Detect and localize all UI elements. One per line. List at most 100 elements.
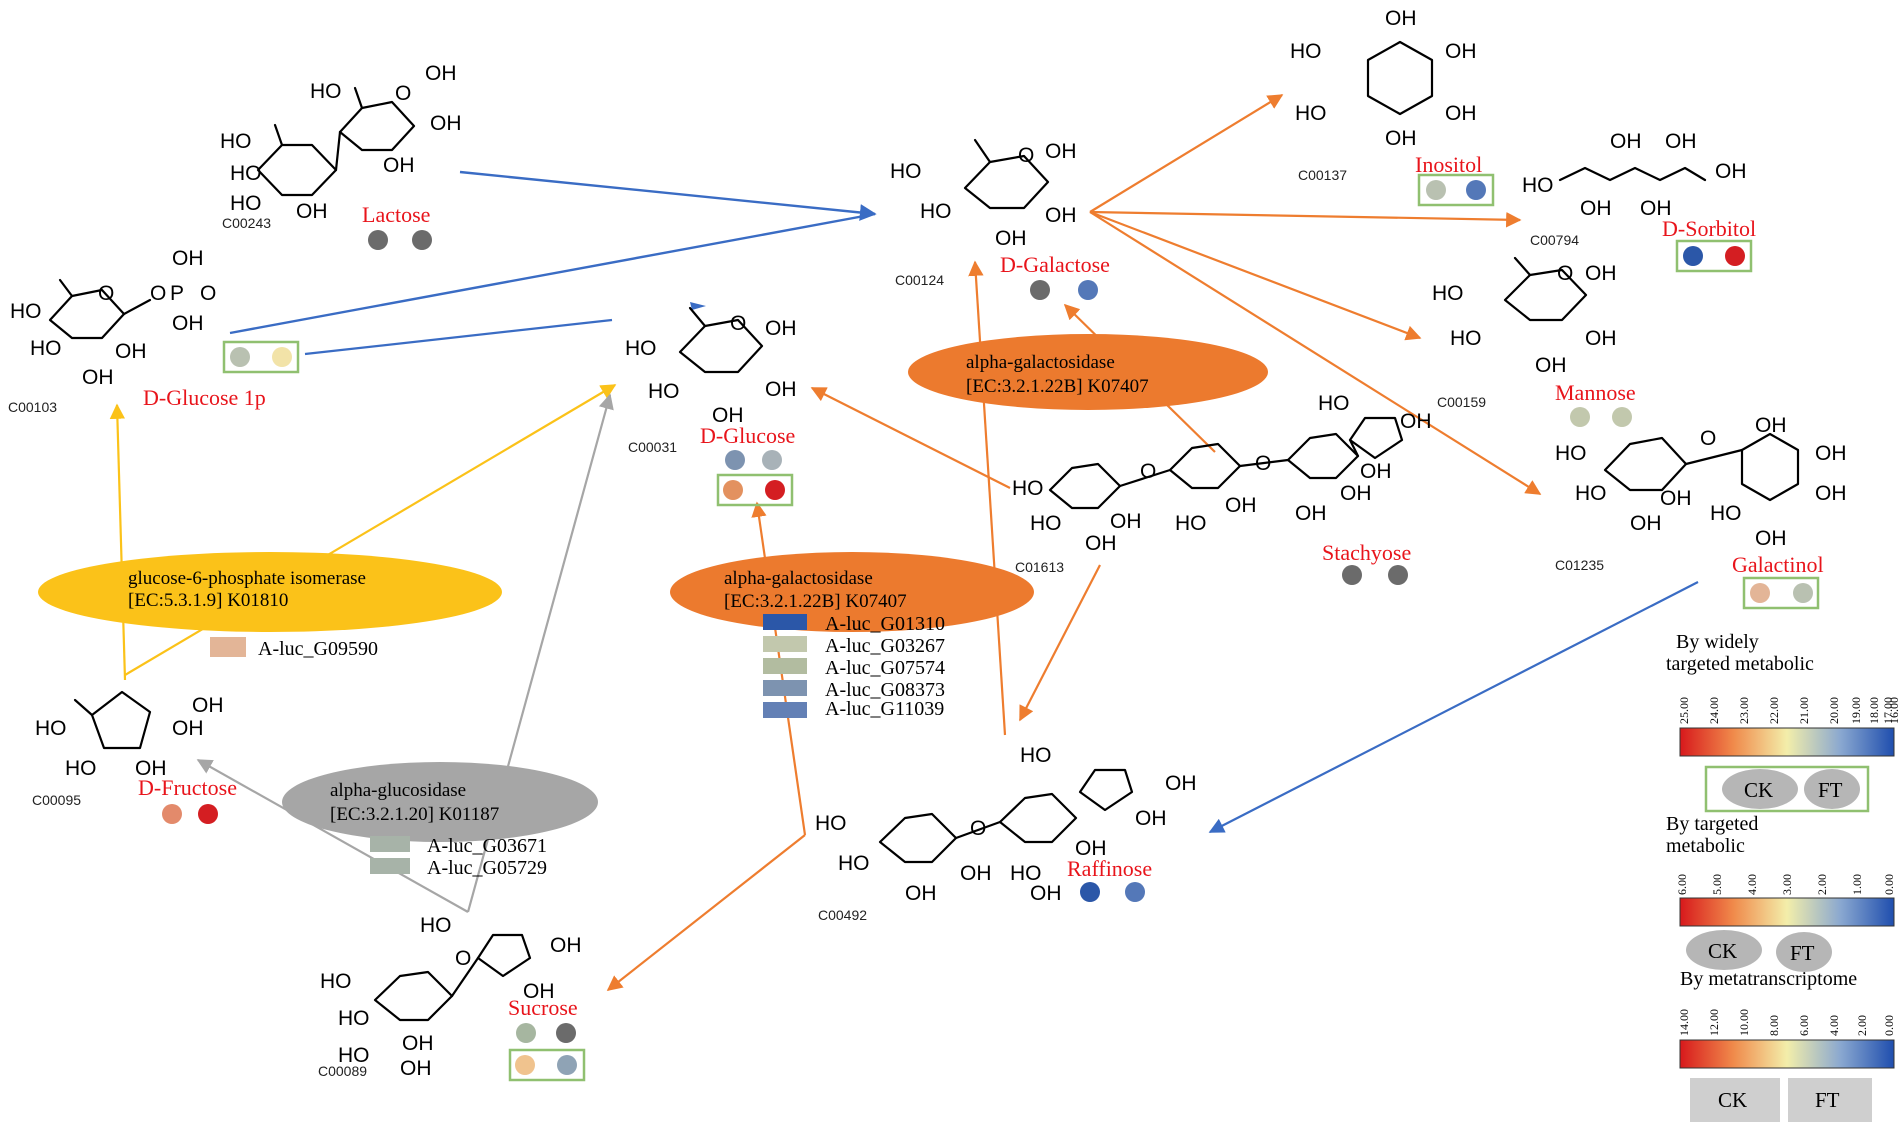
label-legend-ft-161: FT: [1790, 941, 1815, 965]
group-ft-meta: [1788, 1078, 1872, 1122]
label-legend-widely_ticks-1-140: 24.00: [1707, 697, 1721, 724]
label-atoms-OH-67: OH: [1340, 482, 1372, 505]
arrow-head-glucose-blue: [690, 302, 706, 310]
label-atoms-O-45: O: [1557, 262, 1573, 285]
molecule-galactose: HO HO O OH OH OH: [890, 138, 1077, 250]
label-atoms-HO-73: HO: [65, 757, 97, 780]
label-atoms-HO-9: HO: [10, 300, 42, 323]
label-legend-widely_ticks-0-139: 25.00: [1677, 697, 1691, 724]
scale-meta-bar: [1679, 1039, 1895, 1069]
label-atoms-OH-58: OH: [1755, 527, 1787, 550]
box-galactinol: [1742, 576, 1820, 610]
box-sucrose: [508, 1048, 586, 1082]
molecule-stachyose: HO HO O O OH OH OH HO OH OH HO OH OH: [1012, 392, 1432, 555]
box-glucose: [716, 473, 794, 507]
legend-widely-title-2: targeted metabolic: [1666, 653, 1814, 675]
label-atoms-OH-33: OH: [1445, 40, 1477, 63]
molecule-sucrose: HO HO HO OH OH O HO OH OH: [320, 914, 582, 1080]
label-atoms-OH-57: OH: [1630, 512, 1662, 535]
arrow-raffinose-to-galactose: [968, 260, 1007, 736]
label-legend-targeted_ticks-5-158: 1.00: [1850, 874, 1864, 895]
label-atoms-OH-52: OH: [1755, 414, 1787, 437]
scale-meta-ticks: 14.00 12.00 10.00 8.00 6.00 4.00 2.00 0.…: [1677, 1009, 1896, 1036]
kegg-id-galactose: C00124: [895, 272, 944, 288]
marker-stachyose-ck: [1342, 565, 1362, 585]
label-atoms-OH-76: OH: [192, 694, 224, 717]
compound-name-raffinose: Raffinose: [1067, 856, 1152, 881]
compound-name-fructose: D-Fructose: [138, 775, 237, 800]
marker-mannose-ck: [1570, 407, 1590, 427]
label-atoms-OH-53: OH: [1815, 442, 1847, 465]
gene-aglu-1: A-luc_G05729: [427, 857, 547, 879]
label-legend-widely_ticks-5-144: 20.00: [1827, 697, 1841, 724]
molecule-glucose: HO HO O OH OH OH: [625, 306, 797, 427]
label-atoms-OH-47: OH: [1585, 327, 1617, 350]
kegg-id-mannose: C00159: [1437, 394, 1486, 410]
marker-galactinol-ck: [1750, 583, 1770, 603]
arrow-sucrose-to-fructose-gray: [196, 759, 469, 913]
group-ck-targeted: [1686, 930, 1762, 970]
abundance-markers: [162, 173, 1820, 1082]
label-atoms-OH-7: OH: [430, 112, 462, 135]
gene-agal-0: A-luc_G01310: [825, 613, 945, 635]
gene-agal-3: A-luc_G08373: [825, 679, 945, 701]
label-legend-meta_ticks-6-169: 2.00: [1855, 1015, 1869, 1036]
label-atoms-O-16: O: [200, 282, 216, 305]
label-atoms-OH-30: OH: [712, 404, 744, 427]
label-enzymes-agal_top-ec-124: [EC:3.2.1.22B] K07407: [966, 376, 1149, 397]
label-atoms-HO-66: HO: [1175, 512, 1207, 535]
label-legend-meta_ticks-0-163: 14.00: [1677, 1009, 1691, 1036]
label-legend-targeted_ticks-1-154: 5.00: [1710, 874, 1724, 895]
scale-widely-ticks: 25.00 24.00 23.00 22.00 21.00 20.00 19.0…: [1677, 697, 1901, 724]
label-atoms-OH-63: OH: [1110, 510, 1142, 533]
label-atoms-OH-36: OH: [1385, 127, 1417, 150]
label-atoms-OH-12: OH: [82, 366, 114, 389]
enzyme-alpha-glucosidase: alpha-glucosidase [EC:3.2.1.20] K01187: [282, 762, 598, 842]
label-enzymes-gpi-name-121: glucose-6-phosphate isomerase: [128, 568, 366, 589]
label-legend-widely_ticks-8-147: 17.00: [1881, 697, 1895, 724]
label-legend-ft-150: FT: [1818, 778, 1843, 802]
label-atoms-OH-71: OH: [1360, 460, 1392, 483]
kegg-id-sorbitol: C00794: [1530, 232, 1579, 248]
label-atoms-HO-34: HO: [1295, 102, 1327, 125]
marker-stachyose-ft: [1388, 565, 1408, 585]
label-atoms-OH-23: OH: [1045, 204, 1077, 227]
arrow-lactose-to-galactose: [459, 170, 877, 221]
label-atoms-OH-74: OH: [135, 757, 167, 780]
compound-name-stachyose: Stachyose: [1322, 540, 1411, 565]
label-atoms-HO-0: HO: [220, 130, 252, 153]
arrow-galactose-to-inositol: [1089, 94, 1284, 213]
label-atoms-OH-81: OH: [905, 882, 937, 905]
marker-glucose-ck: [723, 480, 743, 500]
label-atoms-OH-70: OH: [1400, 410, 1432, 433]
label-legend-meta_ticks-3-166: 8.00: [1767, 1015, 1781, 1036]
label-atoms-HO-69: HO: [1318, 392, 1350, 415]
label-atoms-OH-46: OH: [1585, 262, 1617, 285]
enzyme-alpha-galactosidase-mid: alpha-galactosidase [EC:3.2.1.22B] K0740…: [670, 552, 1034, 632]
label-atoms-O-21: O: [1018, 144, 1034, 167]
label-legend-widely_ticks-2-141: 23.00: [1737, 697, 1751, 724]
label-atoms-OH-11: OH: [115, 340, 147, 363]
label-atoms-HO-55: HO: [1710, 502, 1742, 525]
label-atoms-O-61: O: [1140, 460, 1156, 483]
arrow-fructose-to-glucose1p: [109, 403, 127, 681]
gene-agal-1: A-luc_G03267: [825, 635, 945, 657]
label-atoms-HO-2: HO: [230, 192, 262, 215]
label-atoms-HO-59: HO: [1012, 477, 1044, 500]
group-ck-widely: [1722, 769, 1798, 809]
label-atoms-HO-25: HO: [625, 337, 657, 360]
label-legend-widely_ticks-3-142: 22.00: [1767, 697, 1781, 724]
molecule-sorbitol: HO OH OH OH OH OH: [1522, 130, 1747, 220]
label-atoms-HO-72: HO: [35, 717, 67, 740]
label-atoms-OH-6: OH: [425, 62, 457, 85]
label-atoms-OH-38: OH: [1610, 130, 1642, 153]
label-atoms-OH-56: OH: [1815, 482, 1847, 505]
marker-sucrose-ck: [515, 1055, 535, 1075]
kegg-id-inositol: C00137: [1298, 167, 1347, 183]
compound-name-galactose: D-Galactose: [1000, 252, 1110, 277]
marker-sorbitol-ck: [1683, 246, 1703, 266]
label-legend-widely_ticks-6-145: 19.00: [1849, 697, 1863, 724]
kegg-id-glucose: C00031: [628, 439, 677, 455]
gene-gpi-0: A-luc_G09590: [258, 638, 378, 660]
marker-galactinol-ft: [1793, 583, 1813, 603]
